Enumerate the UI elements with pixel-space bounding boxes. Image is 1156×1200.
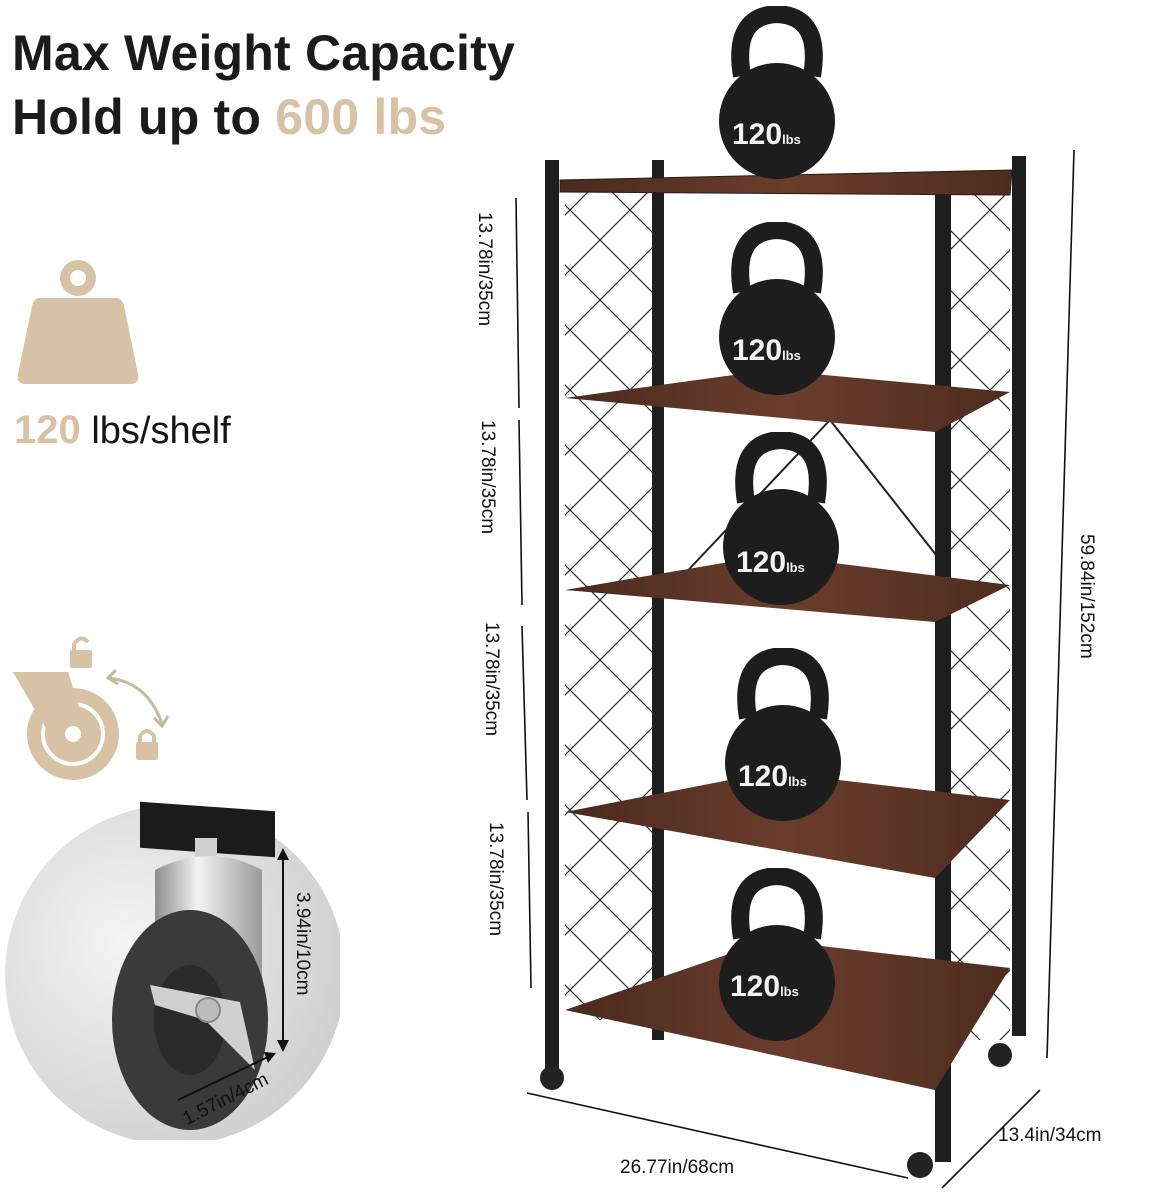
overall-depth-label: 13.4in/34cm: [998, 1125, 1102, 1146]
kettlebell-label: 120lbs: [730, 970, 799, 1003]
per-shelf-capacity: 120 lbs/shelf: [14, 410, 231, 450]
shelf-spacing-label-2: 13.78in/35cm: [477, 420, 498, 535]
weight-icon: [17, 260, 139, 384]
shelf-spacing-label-4: 13.78in/35cm: [485, 822, 506, 937]
kettlebell-icon: [723, 432, 839, 605]
overall-height-label: 59.84in/152cm: [1076, 534, 1097, 659]
kettlebell-icon: [719, 6, 835, 179]
kettlebell-label: 120lbs: [732, 334, 801, 367]
kettlebell-label: 120lbs: [736, 546, 805, 579]
shelf-spacing-label-3: 13.78in/35cm: [481, 622, 502, 737]
kettlebell-label: 120lbs: [732, 118, 801, 151]
shelf-spacing-label-1: 13.78in/35cm: [474, 212, 495, 327]
overall-width-label: 26.77in/68cm: [620, 1157, 735, 1178]
caster-lock-icon: [13, 636, 170, 780]
headline-prefix: Hold up to: [12, 89, 276, 145]
per-shelf-unit: lbs/shelf: [91, 410, 231, 452]
headline-line1: Max Weight Capacity: [12, 25, 515, 81]
kettlebell-icon: [719, 222, 835, 395]
per-shelf-value: 120: [14, 408, 81, 452]
kettlebell-icon: [719, 868, 835, 1041]
max-capacity-value: 600 lbs: [275, 89, 447, 145]
caster-closeup: [5, 801, 340, 1140]
kettlebell-icon: [725, 648, 841, 821]
kettlebell-label: 120lbs: [738, 760, 807, 793]
headline-line2: Hold up to 600 lbs: [12, 92, 446, 142]
